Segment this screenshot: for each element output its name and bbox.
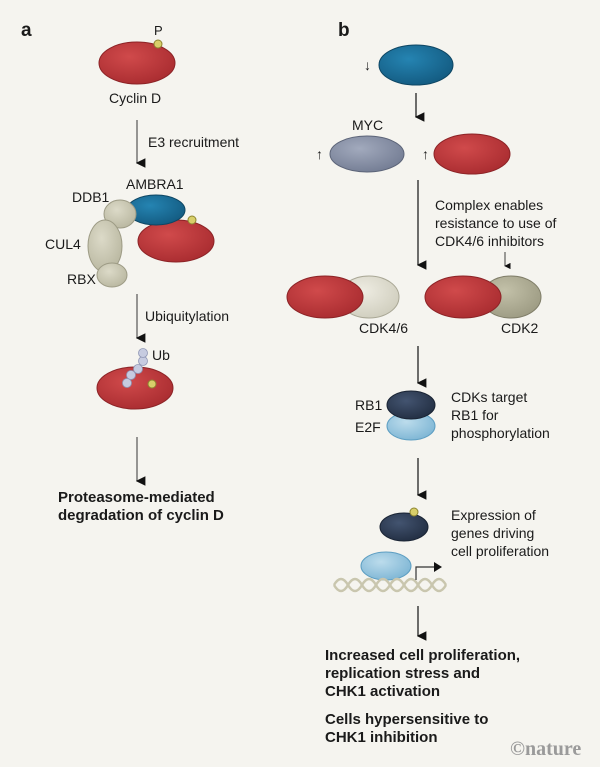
down-regulation-arrow: ↓ [364,57,371,73]
complex-note-line1: Complex enables [435,197,544,213]
outcome-b2-line1: Cells hypersensitive to [325,711,489,728]
e2f-label: E2F [355,419,381,435]
cyclin-d-label: Cyclin D [109,90,162,106]
rbx-protein [96,262,128,288]
complex-note-line2: resistance to use of [435,215,557,231]
panel-a-label: a [21,20,32,41]
cul4-label: CUL4 [45,236,81,252]
ubiquitin-label: Ub [152,347,170,363]
cyclin-d-bound [137,219,215,263]
outcome-b1-line2: replication stress and [325,665,481,682]
target-note-line1: CDKs target [451,389,528,405]
step-e3-recruitment-label: E3 recruitment [148,134,240,150]
outcome-b1-line1: Increased cell proliferation, [325,647,521,664]
up-regulation-arrow-cyclin: ↑ [422,146,429,162]
cyclin-d-cdk2 [424,275,502,319]
phosphate-icon [187,215,197,225]
rb1-protein [386,390,436,420]
step-ubiquitylation-label: Ubiquitylation [145,308,230,324]
e2f-on-dna [360,551,412,581]
ambra1-label: AMBRA1 [126,176,184,192]
phosphate-icon [147,379,157,389]
dna-helix-icon [332,577,448,593]
rb1-phosphorylated [379,512,429,542]
cdk46-label: CDK4/6 [359,320,409,336]
rbx-label: RBX [67,271,96,287]
up-regulation-arrow-myc: ↑ [316,146,323,162]
cyclin-d-cdk46 [286,275,364,319]
complex-note-line3: CDK4/6 inhibitors [435,233,544,249]
ddb1-protein [103,199,137,229]
transcription-start-arrow [415,566,436,580]
nature-credit: ©nature [510,738,582,760]
myc-label: MYC [352,117,384,133]
panel-b-label: b [338,20,350,41]
phosphate-label: P [154,23,163,38]
expression-note-line2: genes driving [451,525,535,541]
outcome-a-line1: Proteasome-mediated [58,489,215,506]
cdk2-label: CDK2 [501,320,539,336]
target-note-line3: phosphorylation [451,425,550,441]
phosphate-icon [153,39,163,49]
myc-protein [329,135,405,173]
phosphate-icon [409,507,419,517]
outcome-b1-line3: CHK1 activation [325,683,441,700]
ddb1-label: DDB1 [72,189,110,205]
expression-note-line3: cell proliferation [451,543,550,559]
cyclin-d-protein-b [433,133,511,175]
transcription-arrowhead [434,562,442,572]
ambra1-protein-b [378,44,454,86]
ubiquitin-chain-icon [122,348,148,388]
target-note-line2: RB1 for [451,407,499,423]
expression-note-line1: Expression of [451,507,536,523]
rb1-label: RB1 [355,397,383,413]
cyclin-d-protein [98,41,176,85]
outcome-b2-line2: CHK1 inhibition [325,729,438,746]
outcome-a-line2: degradation of cyclin D [58,507,224,524]
